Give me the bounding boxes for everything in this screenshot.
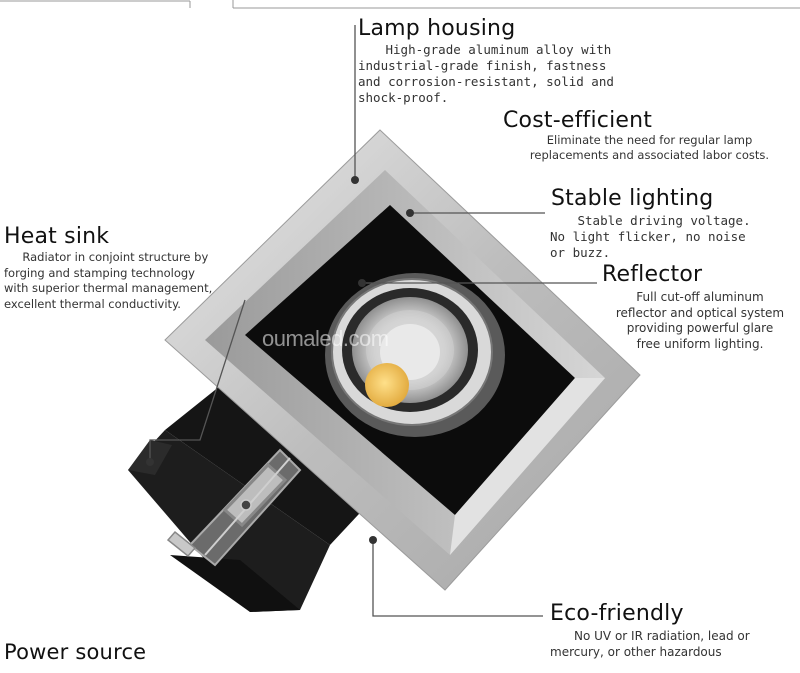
spring-clip (166, 448, 302, 567)
stable-lighting-title: Stable lighting (551, 186, 714, 211)
heat-sink-desc: Radiator in conjoint structure by forgin… (4, 250, 213, 311)
eco-friendly-title: Eco-friendly (550, 601, 684, 626)
leader-dots (146, 176, 414, 544)
lamp-housing-desc: High-grade aluminum alloy with industria… (358, 42, 614, 105)
leader-lines (149, 25, 597, 617)
cob-led (365, 363, 409, 407)
stable-lighting-desc: Stable driving voltage. No light flicker… (550, 213, 751, 260)
reflector-desc: Full cut-off aluminum reflector and opti… (615, 290, 785, 351)
watermark-text: oumaled.com (262, 326, 389, 351)
heat-sink-title: Heat sink (4, 224, 110, 249)
cost-efficient-desc: Eliminate the need for regular lamp repl… (529, 133, 770, 162)
cost-efficient-title: Cost-efficient (503, 108, 653, 133)
reflector-assembly (325, 273, 505, 437)
eco-friendly-desc: No UV or IR radiation, lead or mercury, … (550, 629, 750, 659)
header-rule (0, 0, 800, 9)
power-source-title: Power source (4, 640, 147, 664)
reflector-title: Reflector (602, 262, 703, 287)
lamp-housing-title: Lamp housing (358, 16, 516, 41)
